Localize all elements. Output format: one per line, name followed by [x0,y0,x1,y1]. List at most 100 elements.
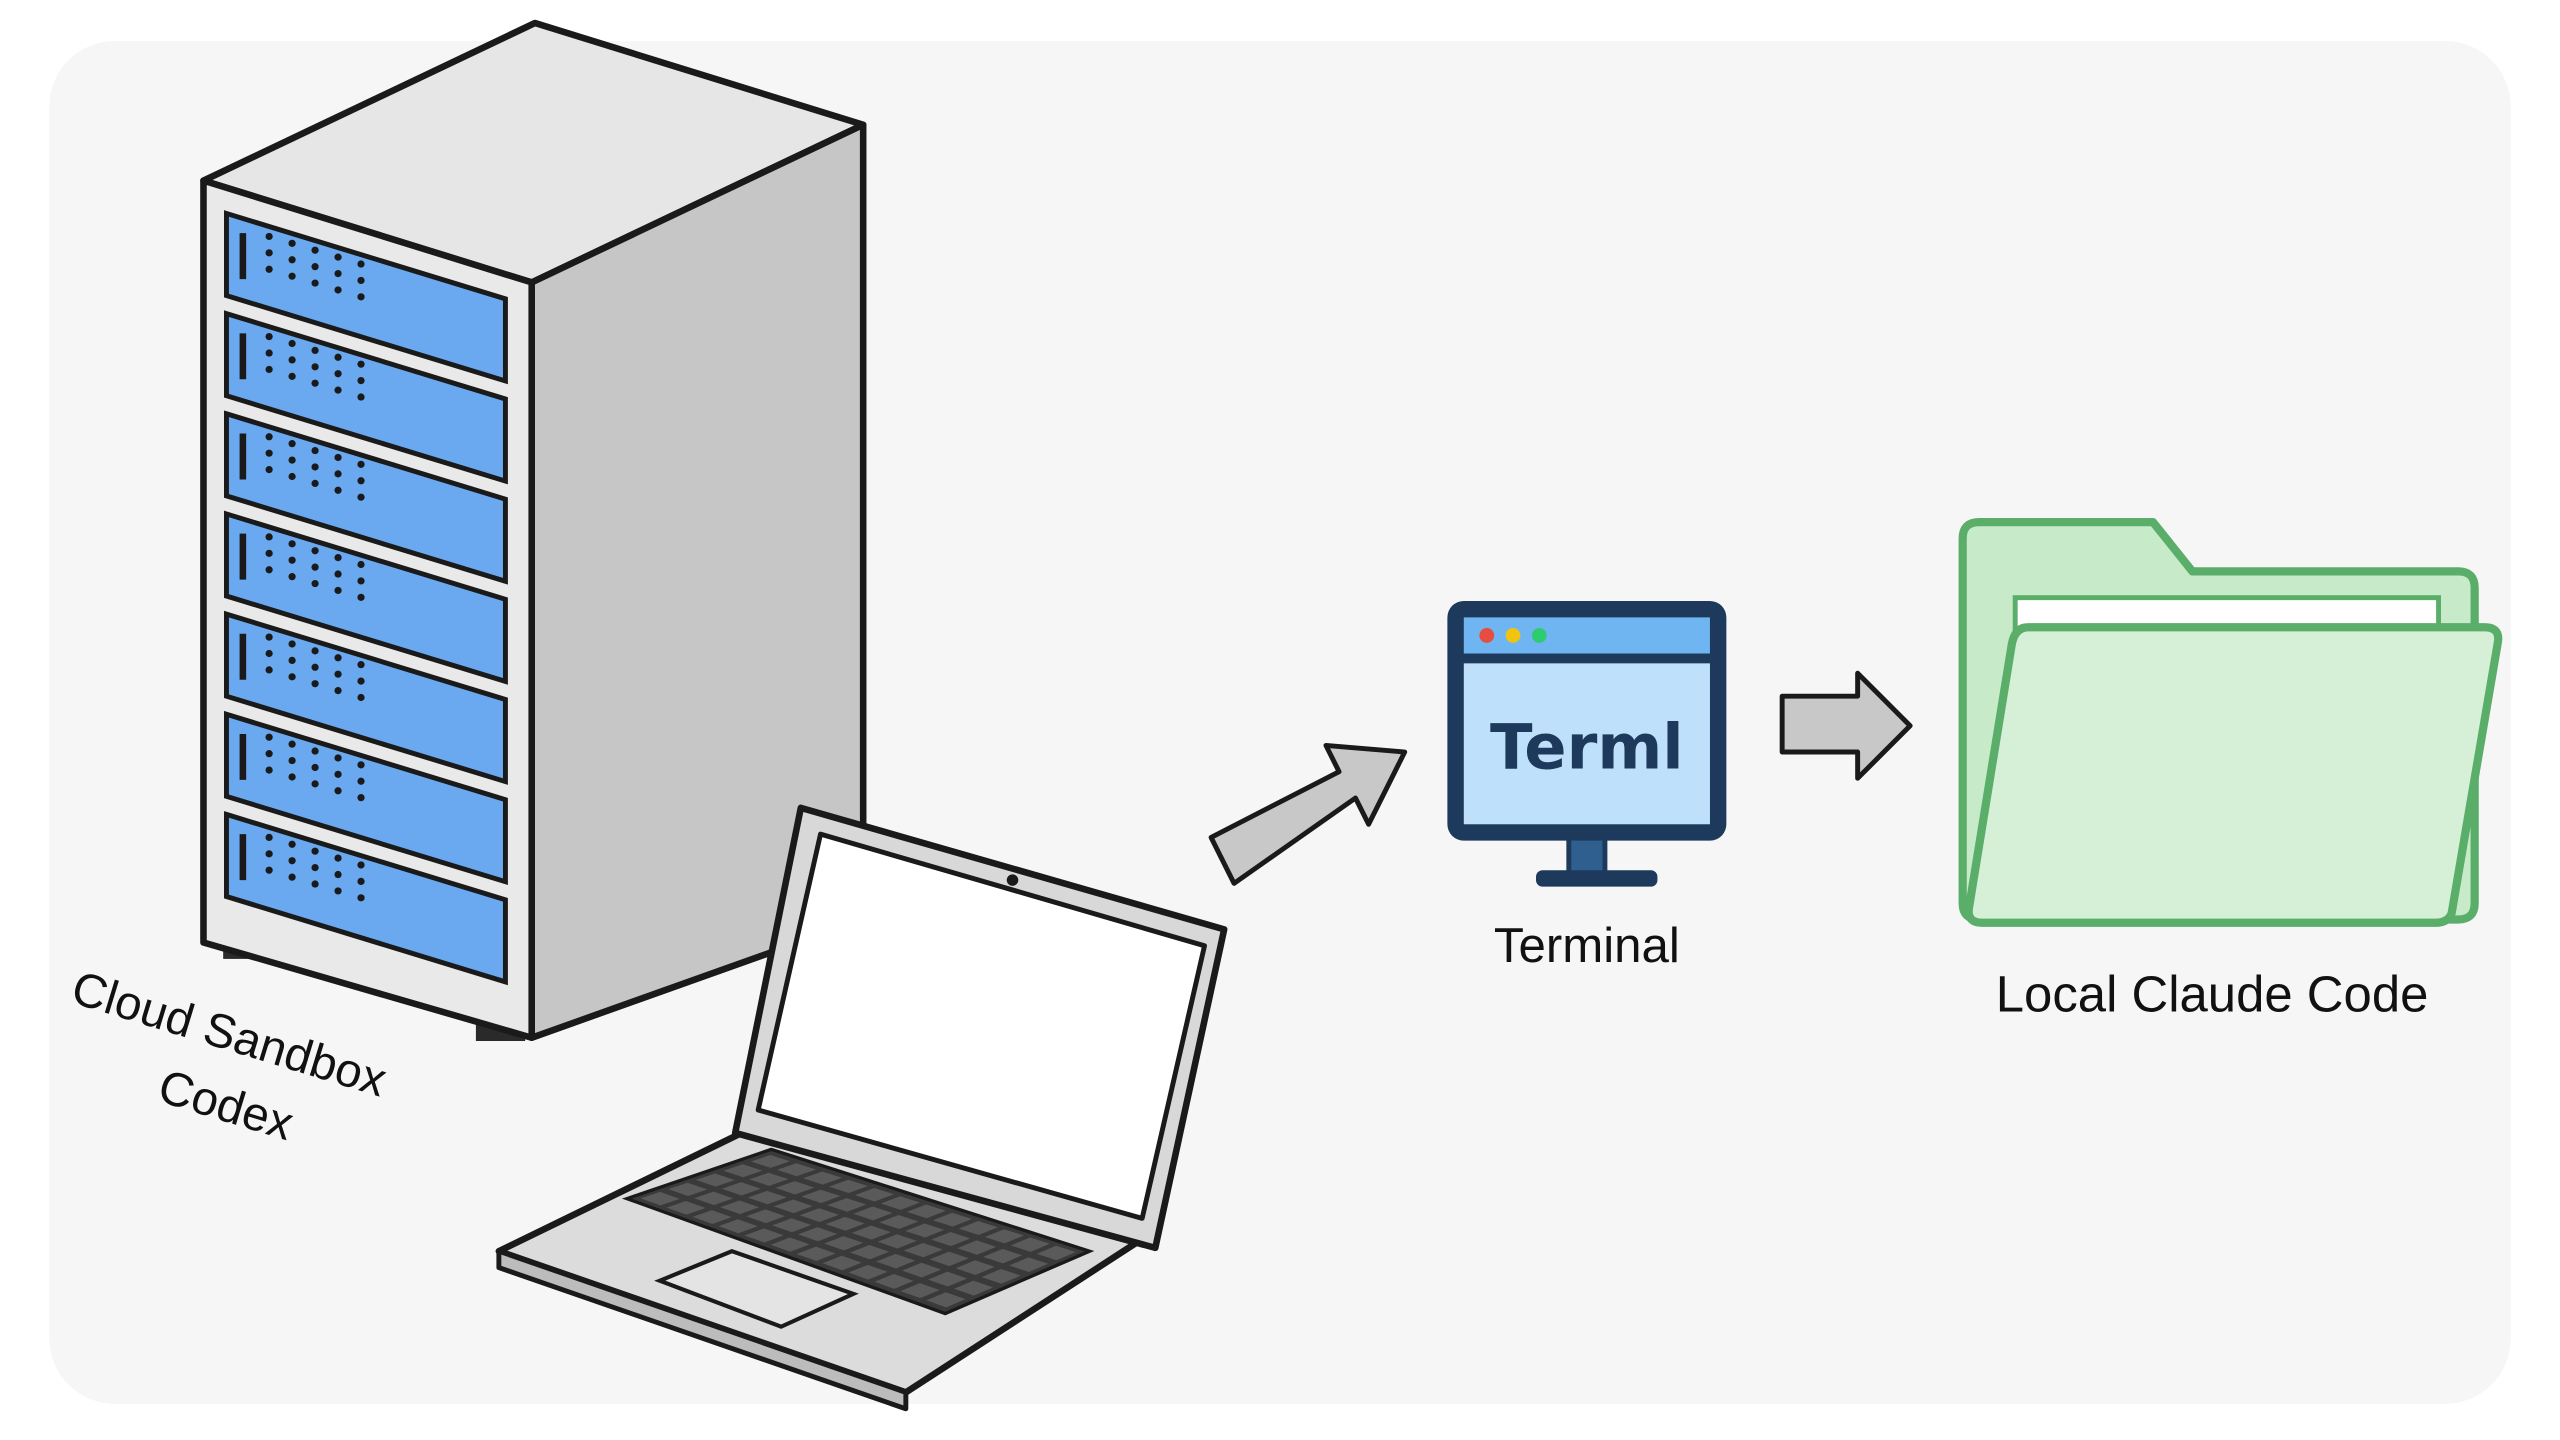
folder-front [1964,623,2503,927]
server-drive-led [334,787,342,795]
server-drive-bay [224,811,508,986]
laptop-keys [640,1155,1076,1308]
laptop-key [876,1253,916,1269]
laptop-key [880,1196,920,1210]
laptop-key [718,1219,758,1234]
laptop-key [828,1179,868,1194]
server-drive-led [311,663,319,671]
window-maximize-dot [1531,628,1547,643]
laptop-key [822,1255,862,1271]
server-drive-led [265,666,273,674]
laptop-key [772,1218,812,1233]
server-drive-led [288,756,296,765]
server-drive-led [357,493,365,501]
server-drive-led [357,477,365,485]
folder-caption: Local Claude Code [1996,965,2429,1022]
server-drive-led [288,239,296,247]
server-drive-led [265,449,273,457]
server-drive-led [357,877,365,886]
server-drive-led [334,854,342,862]
server-drive-led [288,256,296,264]
laptop-key [798,1227,838,1242]
server-drive-led [288,540,296,548]
server-drive-led [311,880,319,888]
server-drive-led [288,640,296,648]
laptop-key [853,1206,893,1221]
server-drive-led [265,232,273,241]
laptop-key [747,1190,787,1205]
server-drive-led [357,761,365,769]
server-drive-bay [224,710,508,886]
laptop-key [720,1200,760,1215]
server-drive-led [334,453,342,462]
laptop-key [796,1246,836,1262]
laptop-camera [1006,874,1019,886]
server-drive-led [357,360,365,368]
laptop-key [640,1191,680,1206]
laptop-key [905,1223,945,1238]
laptop-key [854,1187,894,1202]
laptop-key [906,1204,946,1219]
laptop-screen [755,831,1207,1221]
arrow-right-icon [1208,742,1408,886]
server-drive-led [311,780,319,788]
server-drive-led [334,870,342,879]
server-drive-led [288,773,296,781]
server-drive-led [311,246,319,254]
laptop-key [801,1189,841,1204]
server-drive-led [288,472,296,481]
server-drive-led [265,533,273,541]
laptop-key [902,1262,942,1278]
laptop-key [879,1215,919,1229]
laptop-key [874,1273,914,1289]
server-drive-bay [224,310,508,485]
server-drive-led [334,770,342,778]
server-drive-led [334,353,342,361]
server-drive-bays [224,210,508,986]
server-drive-led [334,670,342,678]
server-drive-led [265,649,273,658]
server-drive-led [357,393,365,401]
server-drive-led [334,754,342,762]
server-drive-led [311,647,319,655]
laptop-key [928,1271,968,1287]
terminal-screen [1463,663,1710,825]
server-drive-led [288,740,296,748]
server-drive-led [357,693,365,702]
server-drive-led [288,372,296,380]
laptop-base-edge [496,1248,909,1412]
server-drive-led [288,456,296,464]
server-drive-led [265,733,273,741]
server-drive-led [288,272,296,280]
server-drive-led [357,894,365,902]
laptop-key [723,1164,763,1178]
server-drive-led [357,376,365,385]
laptop-key [770,1237,810,1252]
server-drive-led [311,563,319,571]
laptop-key [744,1228,784,1243]
server-drive-led [334,686,342,695]
laptop-key [983,1248,1023,1264]
server-drive-led [357,677,365,685]
server-drive-led [311,579,319,588]
server-drive-led [357,777,365,785]
server-drive-led [334,269,342,278]
server-drive-led [265,566,273,574]
laptop-key [776,1163,816,1177]
terminal-screen-text: Terml [1490,710,1684,783]
server-drive-led [265,249,273,257]
laptop-key [695,1173,735,1187]
server-drive-led [265,549,273,557]
laptop-key [827,1198,867,1212]
server-drive-led [357,794,365,802]
server-drive-led [334,570,342,578]
server-drive-led [334,286,342,294]
terminal-caption: Terminal [1494,918,1680,973]
laptop-key [850,1244,890,1260]
laptop-key [851,1225,891,1240]
laptop-icon [495,804,1228,1412]
laptop-key [900,1283,940,1299]
laptop-key [721,1182,761,1196]
server-drive-led [311,547,319,555]
